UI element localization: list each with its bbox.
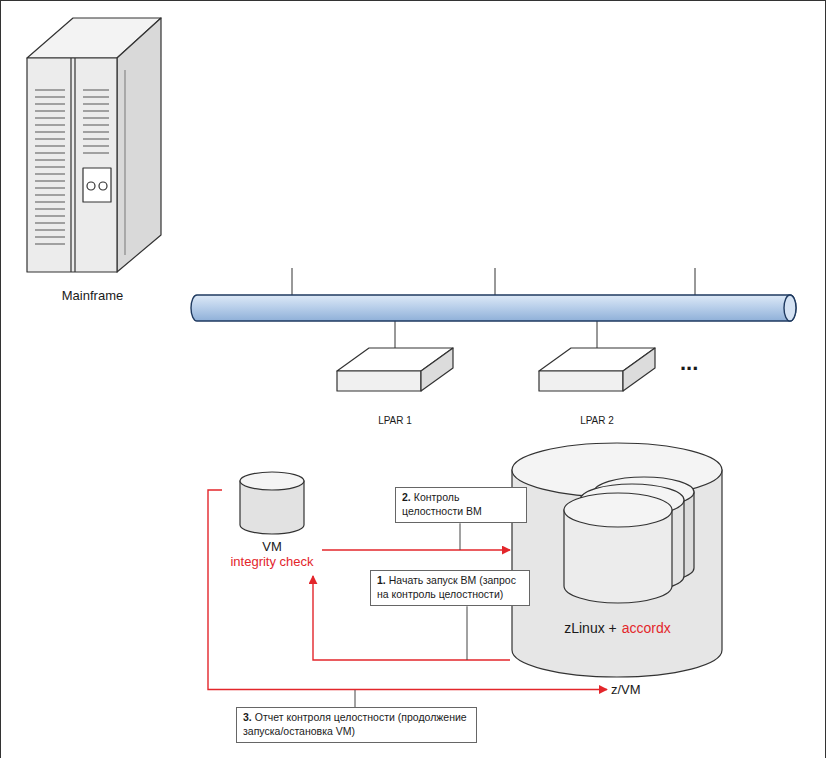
callout-text: Начать запуск ВМ (запрос на контроль цел…	[377, 574, 516, 600]
callout-number: 3.	[243, 711, 252, 723]
callout-number: 1.	[377, 574, 386, 586]
node-label: LPAR 1	[378, 415, 412, 427]
node-label: VM	[262, 539, 282, 554]
leader-line	[467, 606, 468, 660]
node-label: LPAR 2	[580, 415, 614, 427]
leader-line	[355, 690, 356, 707]
zlinux-outline	[510, 440, 725, 682]
node-label: zLinux +	[564, 620, 617, 637]
lpar-outline	[537, 345, 657, 400]
mainframe-outline	[15, 10, 170, 280]
system-label: z/VM	[607, 682, 641, 697]
callout-box: 1.Начать запуск ВМ (запрос на контроль ц…	[370, 570, 530, 606]
node-label: integrity check	[230, 554, 313, 569]
flow-arrow	[322, 549, 510, 550]
node-label: accordx	[622, 620, 671, 637]
network-bus	[191, 295, 796, 321]
callout-box: 2.Контроль целостности ВМ	[395, 487, 527, 523]
continuation-mark: ...	[680, 352, 698, 374]
zlinux-cylinder: zLinux + accordx	[510, 440, 725, 682]
lpar-outline	[335, 345, 455, 400]
callout-text: Отчет контроля целостности (продолжение …	[243, 711, 467, 737]
mainframe: Mainframe	[15, 10, 170, 303]
lpar-box: LPAR 1	[335, 345, 455, 427]
callout-box: 3.Отчет контроля целостности (продолжени…	[236, 707, 477, 743]
leader-line	[460, 523, 461, 550]
vm-outline	[222, 470, 322, 535]
vm-cylinder: VMintegrity check	[222, 470, 322, 576]
node-label: Mainframe	[62, 288, 123, 303]
callout-text: Контроль целостности ВМ	[402, 491, 482, 517]
node-label: z/VM	[611, 682, 641, 697]
lpar-box: LPAR 2	[537, 345, 657, 427]
callout-number: 2.	[402, 491, 411, 503]
